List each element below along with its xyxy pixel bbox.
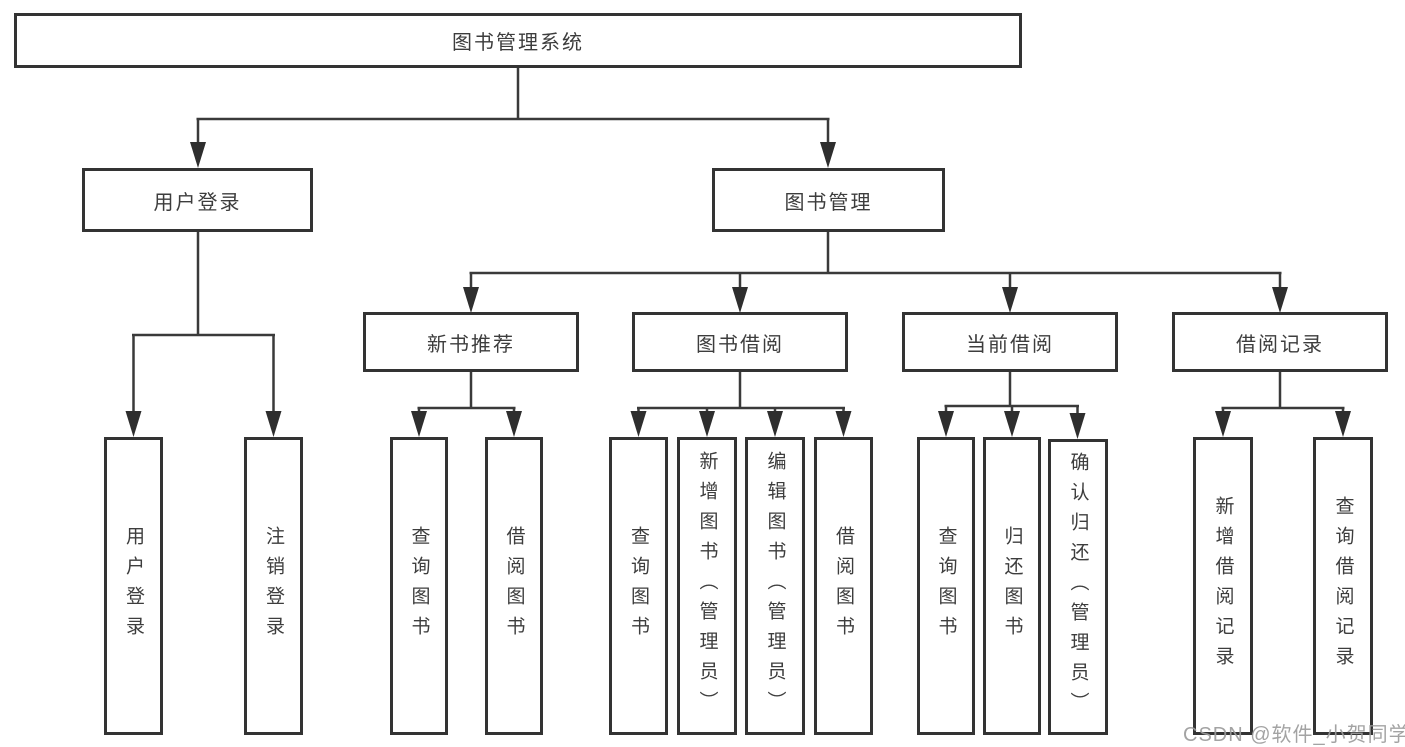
node-book-management-label: 图书管理 [784, 191, 873, 214]
arrowhead-icons [125, 142, 1351, 439]
leaf-query-borrow-record: 查询借阅记录 [1313, 437, 1373, 735]
node-user-login-label: 用户登录 [153, 191, 242, 214]
node-current-borrow: 当前借阅 [902, 312, 1118, 372]
leaf-query-borrow-record-label: 查询借阅记录 [1332, 496, 1354, 676]
leaf-recommend-query-book: 查询图书 [390, 437, 448, 735]
leaf-edit-book-admin-label: 编辑图书（管理员） [764, 451, 786, 721]
leaf-add-book-admin: 新增图书（管理员） [677, 437, 737, 735]
leaf-add-borrow-record-label: 新增借阅记录 [1212, 496, 1234, 676]
node-root-label: 图书管理系统 [452, 32, 584, 54]
leaf-logout-label: 注销登录 [263, 526, 284, 646]
leaf-current-query-book: 查询图书 [917, 437, 975, 735]
leaf-recommend-borrow-book: 借阅图书 [485, 437, 543, 735]
leaf-return-book-label: 归还图书 [1001, 526, 1023, 646]
node-borrow-records: 借阅记录 [1172, 312, 1388, 372]
leaf-recommend-query-book-label: 查询图书 [408, 526, 430, 646]
leaf-borrow-query-book: 查询图书 [609, 437, 668, 735]
leaf-user-login: 用户登录 [104, 437, 163, 735]
leaf-confirm-return-admin-label: 确认归还（管理员） [1067, 452, 1089, 722]
leaf-add-borrow-record: 新增借阅记录 [1193, 437, 1253, 735]
leaf-borrow-query-book-label: 查询图书 [628, 526, 649, 646]
node-book-borrow-label: 图书借阅 [696, 333, 784, 356]
node-current-borrow-label: 当前借阅 [966, 333, 1054, 356]
leaf-confirm-return-admin: 确认归还（管理员） [1048, 439, 1108, 735]
leaf-logout: 注销登录 [244, 437, 303, 735]
leaf-borrow-book-label: 借阅图书 [833, 526, 854, 646]
node-root: 图书管理系统 [14, 13, 1022, 68]
leaf-add-book-admin-label: 新增图书（管理员） [696, 451, 718, 721]
node-new-book-recommend-label: 新书推荐 [427, 333, 515, 356]
node-book-management: 图书管理 [712, 168, 945, 232]
leaf-recommend-borrow-book-label: 借阅图书 [503, 526, 525, 646]
node-user-login: 用户登录 [82, 168, 313, 232]
node-borrow-records-label: 借阅记录 [1236, 333, 1324, 356]
leaf-user-login-label: 用户登录 [123, 526, 144, 646]
leaf-return-book: 归还图书 [983, 437, 1041, 735]
leaf-current-query-book-label: 查询图书 [935, 526, 957, 646]
leaf-borrow-book: 借阅图书 [814, 437, 873, 735]
node-new-book-recommend: 新书推荐 [363, 312, 579, 372]
node-book-borrow: 图书借阅 [632, 312, 848, 372]
csdn-watermark: CSDN @软件_小贺同学 [1183, 724, 1405, 746]
leaf-edit-book-admin: 编辑图书（管理员） [745, 437, 805, 735]
